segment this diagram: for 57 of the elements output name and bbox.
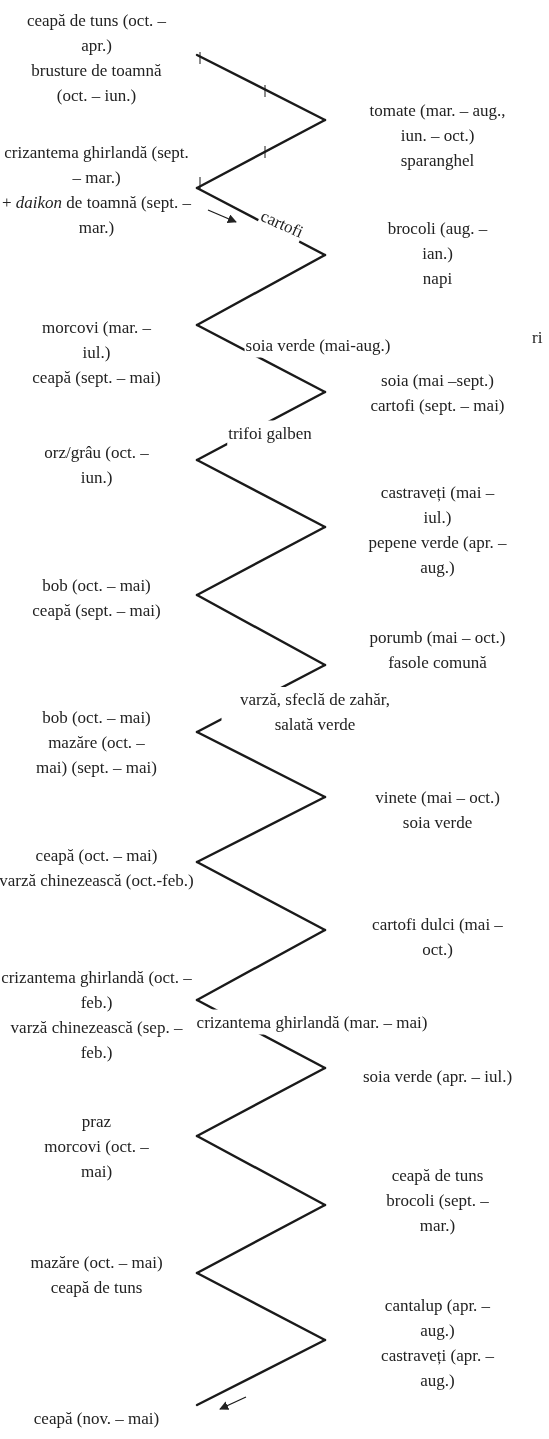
crop-label: tomate (mar. – aug., iun. – oct.) xyxy=(368,99,507,147)
edge-label: trifoi galben xyxy=(227,420,313,446)
crop-label: ceapă de tuns xyxy=(390,1164,485,1187)
zigzag-line xyxy=(195,795,327,864)
zigzag-line xyxy=(195,1066,327,1138)
crop-label: brusture de toamnă (oct. – iun.) xyxy=(30,60,163,107)
zigzag-line xyxy=(195,525,327,597)
crop-label: orz/grâu (oct. – iun.) xyxy=(43,442,150,489)
crop-label: cartofi (sept. – mai) xyxy=(369,395,506,417)
crop-label: ceapă (sept. – mai) xyxy=(31,366,162,389)
crop-label: bob (oct. – mai) xyxy=(41,706,152,729)
text-fragment: ri xyxy=(532,327,543,349)
crop-label: napi xyxy=(421,267,454,290)
edge-label: crizantema ghirlandă (mar. – mai) xyxy=(195,1009,429,1035)
crop-label: cantalup (apr. – aug.) xyxy=(383,1295,492,1342)
zigzag-line xyxy=(195,458,327,529)
crop-label: varză chinezească (oct.-feb.) xyxy=(0,870,194,892)
zigzag-line xyxy=(195,1271,327,1342)
zigzag-line xyxy=(195,1134,327,1207)
crop-label: brocoli (aug. – ian.) xyxy=(386,217,489,265)
crop-label: mazăre (oct. – mai) (sept. – mai) xyxy=(35,731,158,779)
crop-label: soia verde (apr. – iul.) xyxy=(361,1065,514,1088)
crop-label: ceapă de tuns (oct. – apr.) xyxy=(25,10,168,57)
crop-label: crizantema ghirlandă (sept. – mar.) xyxy=(3,142,190,189)
crop-label: ceapă (nov. – mai) xyxy=(32,1407,161,1430)
crop-label: brocoli (sept. – mar.) xyxy=(385,1189,490,1237)
zigzag-line xyxy=(195,53,327,122)
crop-label: ceapă (sept. – mai) xyxy=(31,600,162,622)
zigzag-line xyxy=(195,730,327,799)
crop-label: ceapă de tuns xyxy=(49,1277,144,1299)
crop-label: soia verde xyxy=(401,812,474,834)
crop-label: varză chinezească (sep. – feb.) xyxy=(9,1017,184,1064)
crop-label: castraveți (apr. – aug.) xyxy=(380,1345,495,1392)
zigzag-line xyxy=(195,1338,327,1407)
crop-label: mazăre (oct. – mai) xyxy=(29,1252,164,1274)
crop-label: cartofi dulci (mai – oct.) xyxy=(371,914,504,961)
crop-label: ceapă (oct. – mai) xyxy=(34,845,159,867)
crop-label: fasole comună xyxy=(387,652,488,674)
crop-label: castraveți (mai – iul.) xyxy=(379,482,496,529)
crop-label: praz xyxy=(80,1110,113,1133)
crop-label: morcovi (oct. – mai) xyxy=(43,1135,150,1183)
crop-label: crizantema ghirlandă (oct. – feb.) xyxy=(0,967,193,1014)
crop-label: morcovi (mar. – iul.) xyxy=(40,316,153,364)
zigzag-line xyxy=(195,928,327,1002)
zigzag-line xyxy=(195,593,327,667)
zigzag-line xyxy=(195,118,327,190)
crop-label: soia (mai –sept.) xyxy=(380,370,495,392)
zigzag-line xyxy=(195,323,327,394)
zigzag-line xyxy=(195,1203,327,1275)
crop-label: + daikon de toamnă (sept. – mar.) xyxy=(1,192,192,239)
crop-label: bob (oct. – mai) xyxy=(41,575,152,597)
zigzag-line xyxy=(195,860,327,932)
crop-label: vinete (mai – oct.) xyxy=(374,787,501,809)
crop-label: sparanghel xyxy=(399,149,476,172)
crop-label: pepene verde (apr. – aug.) xyxy=(367,532,508,579)
zigzag-line xyxy=(195,253,327,327)
crop-label: porumb (mai – oct.) xyxy=(368,627,507,649)
